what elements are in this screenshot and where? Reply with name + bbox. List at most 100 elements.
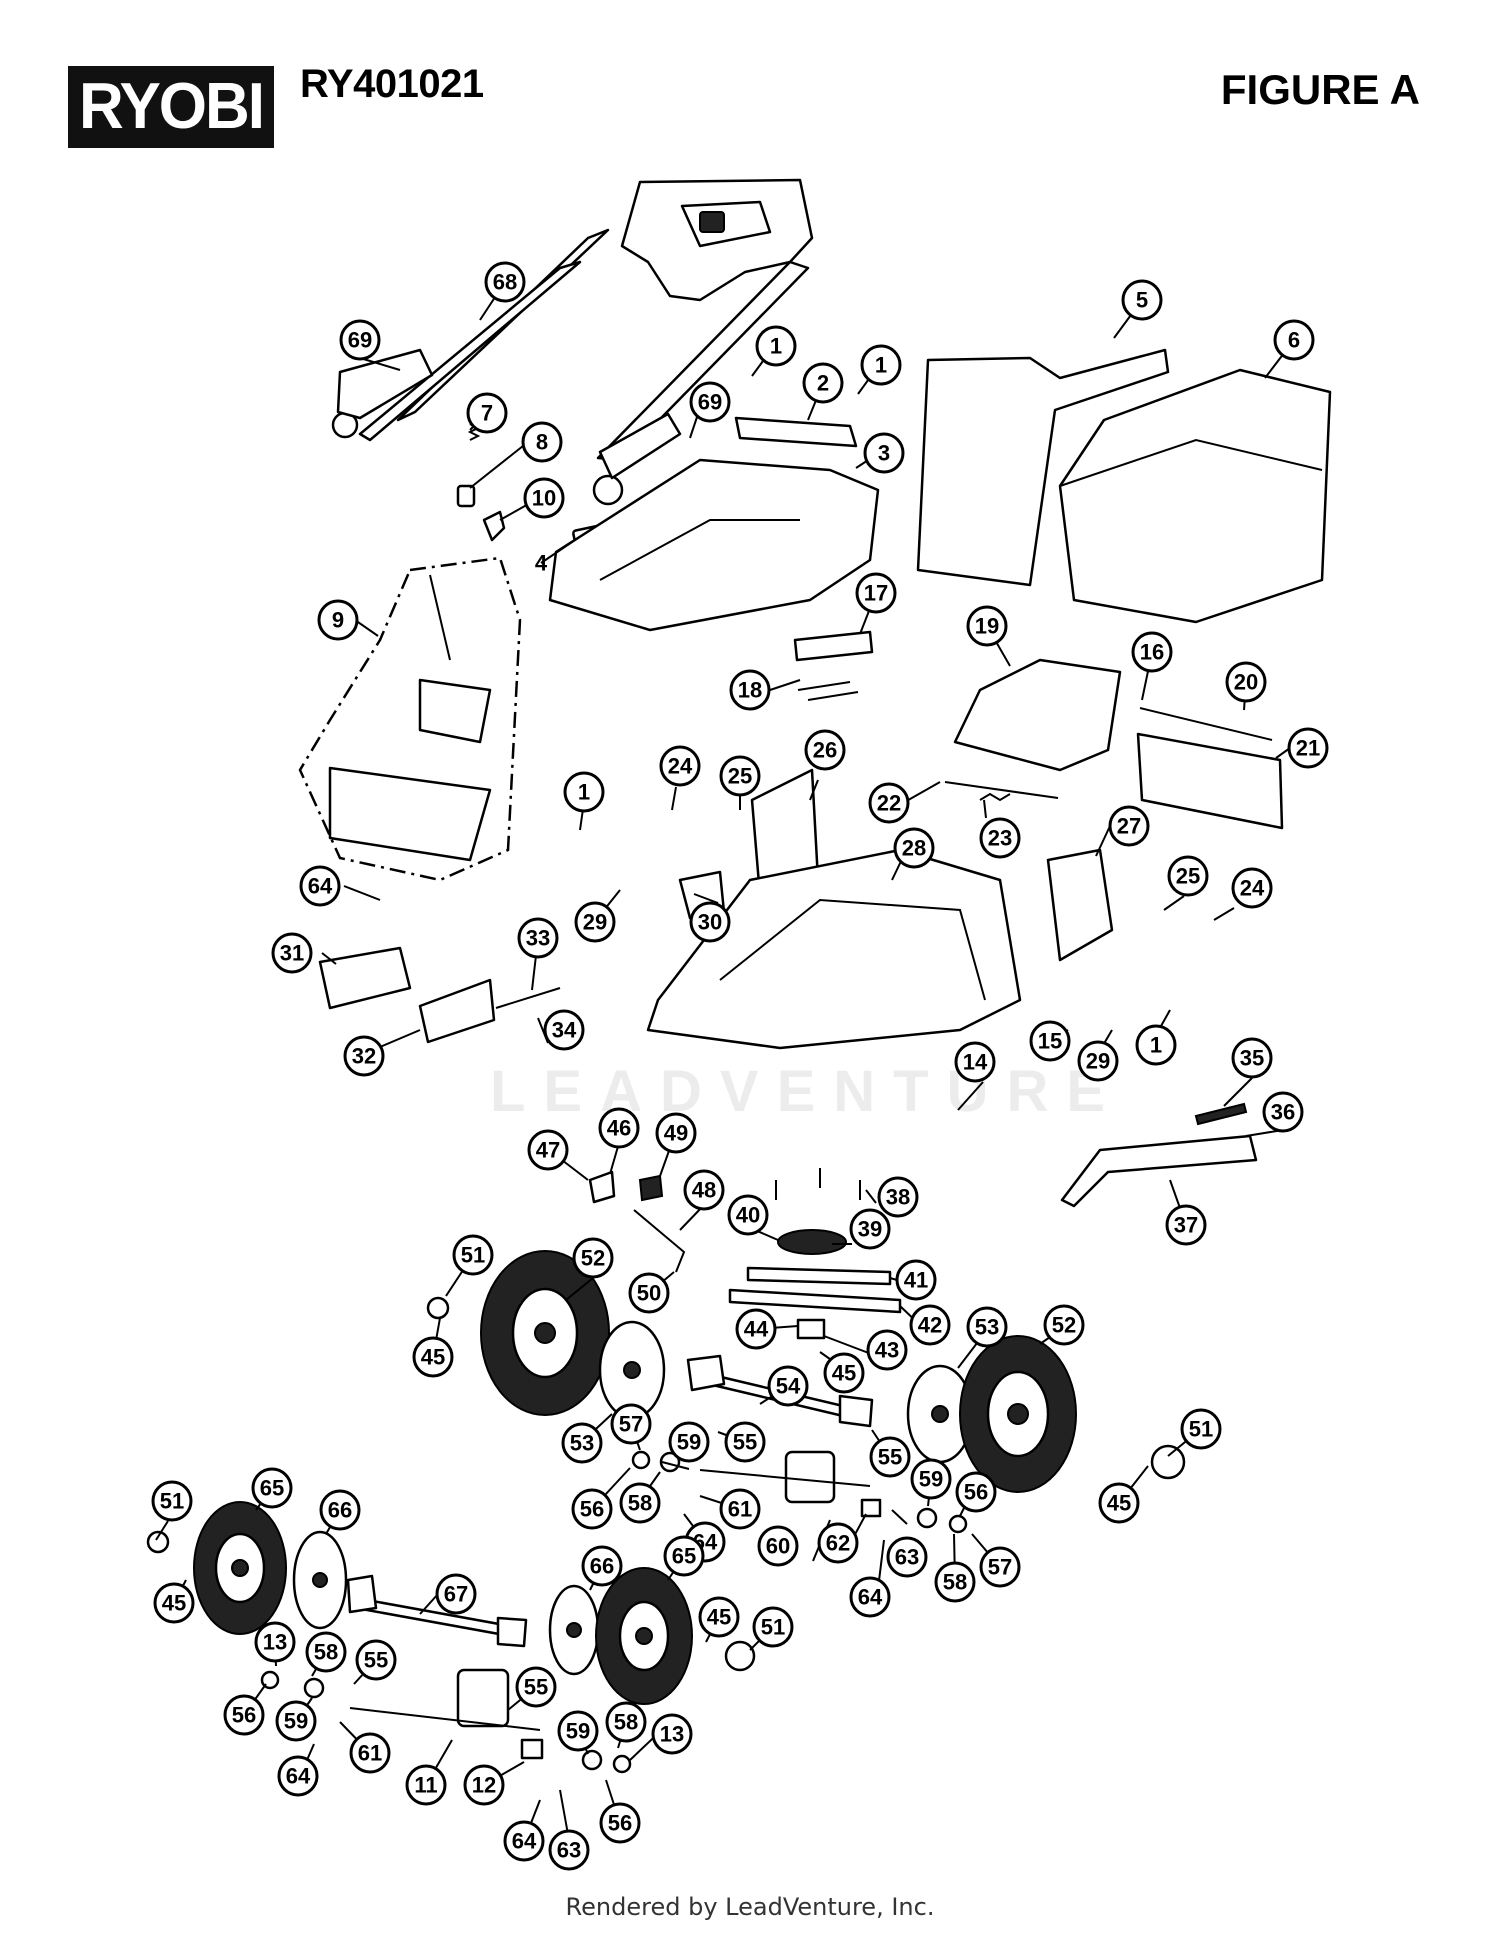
svg-text:55: 55 bbox=[364, 1648, 388, 1673]
svg-text:63: 63 bbox=[557, 1838, 581, 1863]
callout-45: 45 bbox=[153, 1582, 195, 1624]
svg-text:17: 17 bbox=[864, 581, 888, 606]
svg-text:45: 45 bbox=[1107, 1491, 1131, 1516]
callout-66: 66 bbox=[581, 1545, 623, 1587]
callout-27: 27 bbox=[1108, 805, 1150, 847]
rear-flap-part bbox=[1136, 732, 1284, 830]
svg-text:12: 12 bbox=[472, 1773, 496, 1798]
callout-53: 53 bbox=[561, 1422, 603, 1464]
gear-small-part bbox=[631, 1450, 681, 1473]
svg-text:8: 8 bbox=[536, 430, 548, 455]
callout-29: 29 bbox=[574, 901, 616, 943]
svg-text:56: 56 bbox=[580, 1497, 604, 1522]
svg-text:32: 32 bbox=[352, 1044, 376, 1069]
callout-1: 1 bbox=[1135, 1024, 1177, 1066]
svg-text:51: 51 bbox=[1189, 1417, 1213, 1442]
grass-bag-frame-part bbox=[916, 348, 1170, 587]
callout-45: 45 bbox=[1098, 1482, 1140, 1524]
svg-text:4: 4 bbox=[535, 551, 548, 576]
svg-text:29: 29 bbox=[1086, 1049, 1110, 1074]
grass-bag-part bbox=[1058, 368, 1332, 624]
rear-hood-part bbox=[953, 658, 1122, 772]
callout-31: 31 bbox=[271, 932, 313, 974]
callout-1: 1 bbox=[755, 325, 797, 367]
callout-44: 44 bbox=[735, 1308, 777, 1350]
callout-54: 54 bbox=[767, 1365, 809, 1407]
callout-65: 65 bbox=[663, 1535, 705, 1577]
figure-title: FIGURE A bbox=[1220, 66, 1420, 113]
callout-45: 45 bbox=[698, 1596, 740, 1638]
handle-grip-right-part bbox=[598, 412, 682, 480]
callout-37: 37 bbox=[1165, 1204, 1207, 1246]
callout-41: 41 bbox=[895, 1259, 937, 1301]
callout-20: 20 bbox=[1225, 661, 1267, 703]
callout-1: 1 bbox=[860, 344, 902, 386]
callout-49: 49 bbox=[655, 1112, 697, 1154]
svg-text:69: 69 bbox=[698, 390, 722, 415]
svg-text:15: 15 bbox=[1038, 1029, 1062, 1054]
wheel-gear-rear-right-part bbox=[548, 1584, 600, 1676]
svg-text:47: 47 bbox=[536, 1138, 560, 1163]
svg-text:35: 35 bbox=[1240, 1046, 1264, 1071]
svg-text:40: 40 bbox=[736, 1203, 760, 1228]
callout-63: 63 bbox=[548, 1829, 590, 1871]
callout-14: 14 bbox=[954, 1041, 996, 1083]
front-guard-part bbox=[318, 946, 412, 1010]
grip-pad-part bbox=[1194, 1102, 1248, 1126]
callout-6: 6 bbox=[1273, 319, 1315, 361]
callout-64: 64 bbox=[849, 1576, 891, 1618]
callout-36: 36 bbox=[1262, 1091, 1304, 1133]
svg-text:52: 52 bbox=[1052, 1313, 1076, 1338]
blade-adapter-part bbox=[796, 1318, 826, 1340]
callout-21: 21 bbox=[1287, 727, 1329, 769]
callout-25: 25 bbox=[719, 755, 761, 797]
svg-text:57: 57 bbox=[619, 1412, 643, 1437]
callout-67: 67 bbox=[435, 1573, 477, 1615]
callout-19: 19 bbox=[966, 605, 1008, 647]
svg-text:20: 20 bbox=[1234, 670, 1258, 695]
svg-text:60: 60 bbox=[766, 1534, 790, 1559]
svg-text:33: 33 bbox=[526, 926, 550, 951]
gear-small-rear-right-part bbox=[581, 1749, 632, 1774]
svg-text:64: 64 bbox=[512, 1829, 537, 1854]
callout-26: 26 bbox=[804, 729, 846, 771]
callout-16: 16 bbox=[1131, 631, 1173, 673]
callout-64: 64 bbox=[299, 865, 341, 907]
callout-10: 10 bbox=[523, 477, 565, 519]
svg-text:14: 14 bbox=[963, 1050, 988, 1075]
clip-part bbox=[482, 510, 506, 542]
callout-66: 66 bbox=[319, 1489, 361, 1531]
svg-text:3: 3 bbox=[878, 441, 890, 466]
svg-text:64: 64 bbox=[858, 1585, 883, 1610]
svg-text:24: 24 bbox=[668, 754, 693, 779]
svg-text:45: 45 bbox=[832, 1361, 856, 1386]
svg-text:54: 54 bbox=[776, 1374, 801, 1399]
hubcap-right-part bbox=[1150, 1444, 1186, 1480]
callout-64: 64 bbox=[503, 1820, 545, 1862]
svg-text:48: 48 bbox=[692, 1178, 716, 1203]
callout-56: 56 bbox=[955, 1471, 997, 1513]
svg-text:18: 18 bbox=[738, 678, 762, 703]
callout-32: 32 bbox=[343, 1035, 385, 1077]
callout-60: 60 bbox=[757, 1525, 799, 1567]
wheel-gear-rear-left-part bbox=[292, 1530, 348, 1630]
callout-45: 45 bbox=[823, 1352, 865, 1394]
callout-61: 61 bbox=[719, 1488, 761, 1530]
callout-33: 33 bbox=[517, 917, 559, 959]
svg-text:66: 66 bbox=[590, 1554, 614, 1579]
lever-part bbox=[588, 1170, 616, 1204]
rear-rod-part bbox=[1139, 707, 1273, 741]
torsion-spring-part bbox=[979, 792, 1011, 802]
callout-69: 69 bbox=[689, 381, 731, 423]
svg-text:59: 59 bbox=[284, 1709, 308, 1734]
svg-text:55: 55 bbox=[733, 1430, 757, 1455]
svg-text:29: 29 bbox=[583, 910, 607, 935]
callout-59: 59 bbox=[668, 1421, 710, 1463]
svg-text:36: 36 bbox=[1271, 1100, 1295, 1125]
cover-handle-part bbox=[734, 416, 858, 448]
svg-text:66: 66 bbox=[328, 1498, 352, 1523]
callout-58: 58 bbox=[619, 1482, 661, 1524]
wheel-rear-right-part bbox=[595, 1567, 693, 1705]
callout-51: 51 bbox=[151, 1480, 193, 1522]
